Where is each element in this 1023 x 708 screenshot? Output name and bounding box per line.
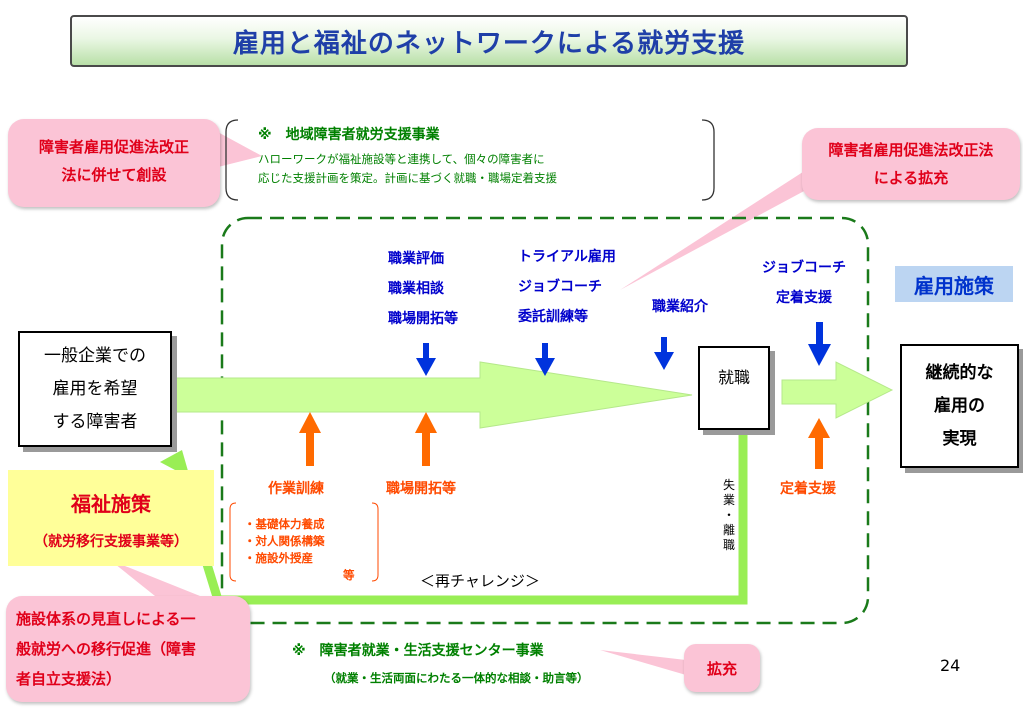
welfare-job-development: 職場開拓等 bbox=[386, 481, 456, 497]
support-group-jobcoach: ジョブコーチ 定着支援 bbox=[762, 253, 846, 313]
program-bottom-sub: （就業・生活両面にわたる一体的な相談・助言等） bbox=[324, 671, 589, 685]
job-loss-char: ・ bbox=[722, 508, 735, 522]
job-loss-char: 業 bbox=[722, 493, 735, 507]
callout-line: 法に併せて創設 bbox=[61, 166, 167, 184]
callout-facility-review: 施設体系の見直しによる一 般就労への移行促進（障害 者自立支援法） bbox=[6, 596, 250, 702]
welfare-work-training: 作業訓練 bbox=[268, 481, 324, 497]
support-job-placement: 職業紹介 bbox=[652, 299, 708, 315]
support-item: ジョブコーチ bbox=[518, 279, 602, 295]
employment-policy-label: 雇用施策 bbox=[895, 266, 1013, 302]
training-item: ・基礎体力養成 bbox=[244, 517, 325, 531]
title-banner: 雇用と福祉のネットワークによる就労支援 bbox=[70, 15, 908, 67]
box-line: 実現 bbox=[942, 428, 977, 449]
page-title: 雇用と福祉のネットワークによる就労支援 bbox=[232, 28, 746, 59]
training-item: ・施設外授産 bbox=[244, 551, 313, 565]
callout-line: による拡充 bbox=[873, 169, 949, 187]
callout-expand: 拡充 bbox=[684, 644, 760, 692]
support-item: 定着支援 bbox=[776, 290, 832, 306]
callout-line: 般就労への移行促進（障害 bbox=[16, 640, 197, 658]
support-item: 職業評価 bbox=[388, 251, 444, 267]
box-line: する障害者 bbox=[52, 411, 138, 432]
support-item: 職業相談 bbox=[388, 281, 444, 297]
support-item: トライアル雇用 bbox=[518, 249, 616, 265]
welfare-policy-title: 福祉施策 bbox=[71, 492, 151, 516]
callout-line: 障害者雇用促進法改正法 bbox=[828, 141, 994, 159]
welfare-policy-sub: （就労移行支援事業等） bbox=[34, 534, 188, 550]
employment-support-arrows bbox=[416, 322, 831, 376]
callout-tail-right bbox=[620, 170, 806, 290]
support-item: 委託訓練等 bbox=[518, 309, 588, 325]
employment-network-region bbox=[220, 216, 870, 625]
box-sustained-employment: 継続的な 雇用の 実現 bbox=[900, 344, 1019, 468]
job-loss-char: 失 bbox=[722, 478, 735, 492]
description-line: 応じた支援計画を策定。計画に基づく就職・職場定着支援 bbox=[258, 171, 557, 185]
description-line: ハローワークが福祉施設等と連携して、個々の障害者に bbox=[258, 152, 545, 166]
program-bottom-heading: ※ 障害者就業・生活支援センター事業 bbox=[292, 643, 544, 659]
box-line: 雇用を希望 bbox=[52, 378, 138, 399]
program-top-description: ハローワークが福祉施設等と連携して、個々の障害者に 応じた支援計画を策定。計画に… bbox=[258, 150, 557, 188]
continuation-flow-arrow bbox=[781, 361, 894, 419]
support-group-trial: トライアル雇用 ジョブコーチ 委託訓練等 bbox=[518, 242, 616, 332]
support-item: ジョブコーチ bbox=[762, 260, 846, 276]
training-item: ・対人関係構築 bbox=[244, 534, 325, 548]
page-number: 24 bbox=[940, 656, 961, 675]
callout-line: 障害者雇用促進法改正 bbox=[38, 138, 189, 156]
program-top-heading: ※ 地域障害者就労支援事業 bbox=[258, 127, 440, 143]
box-job-seeker: 一般企業での 雇用を希望 する障害者 bbox=[18, 331, 172, 447]
job-loss-char: 職 bbox=[722, 538, 735, 552]
callout-tail-left bbox=[214, 130, 262, 168]
callout-law-revision-expand: 障害者雇用促進法改正法 による拡充 bbox=[802, 128, 1020, 200]
support-group-assessment: 職業評価 職業相談 職場開拓等 bbox=[388, 244, 458, 334]
box-line: 一般企業での bbox=[44, 345, 146, 366]
callout-tail-bottom-right bbox=[600, 650, 686, 675]
program-top-bracket-right bbox=[701, 119, 715, 201]
box-employment: 就職 bbox=[698, 346, 770, 430]
program-top-bracket-left bbox=[225, 119, 239, 201]
callout-tail-bottom-left bbox=[110, 560, 210, 600]
training-bracket-left bbox=[229, 502, 237, 582]
rechallenge-label: ＜再チャレンジ＞ bbox=[420, 572, 540, 590]
training-bracket-right bbox=[371, 502, 379, 582]
training-items: ・基礎体力養成 ・対人関係構築 ・施設外授産 bbox=[244, 516, 325, 567]
main-flow-arrow bbox=[175, 361, 693, 429]
job-loss-char: 離 bbox=[722, 523, 735, 537]
callout-line: 施設体系の見直しによる一 bbox=[16, 610, 196, 628]
callout-line: 者自立支援法） bbox=[16, 670, 122, 688]
welfare-support-arrows bbox=[299, 412, 830, 469]
box-line: 継続的な bbox=[925, 362, 994, 383]
training-items-suffix: 等 bbox=[343, 568, 355, 582]
welfare-policy-label: 福祉施策 （就労移行支援事業等） bbox=[8, 470, 214, 566]
job-loss-label: 失 業 ・ 離 職 bbox=[722, 478, 736, 553]
callout-law-revision-new: 障害者雇用促進法改正 法に併せて創設 bbox=[8, 119, 220, 207]
support-item: 職場開拓等 bbox=[388, 311, 458, 327]
welfare-retention-support: 定着支援 bbox=[780, 481, 836, 497]
box-line: 雇用の bbox=[934, 395, 985, 416]
